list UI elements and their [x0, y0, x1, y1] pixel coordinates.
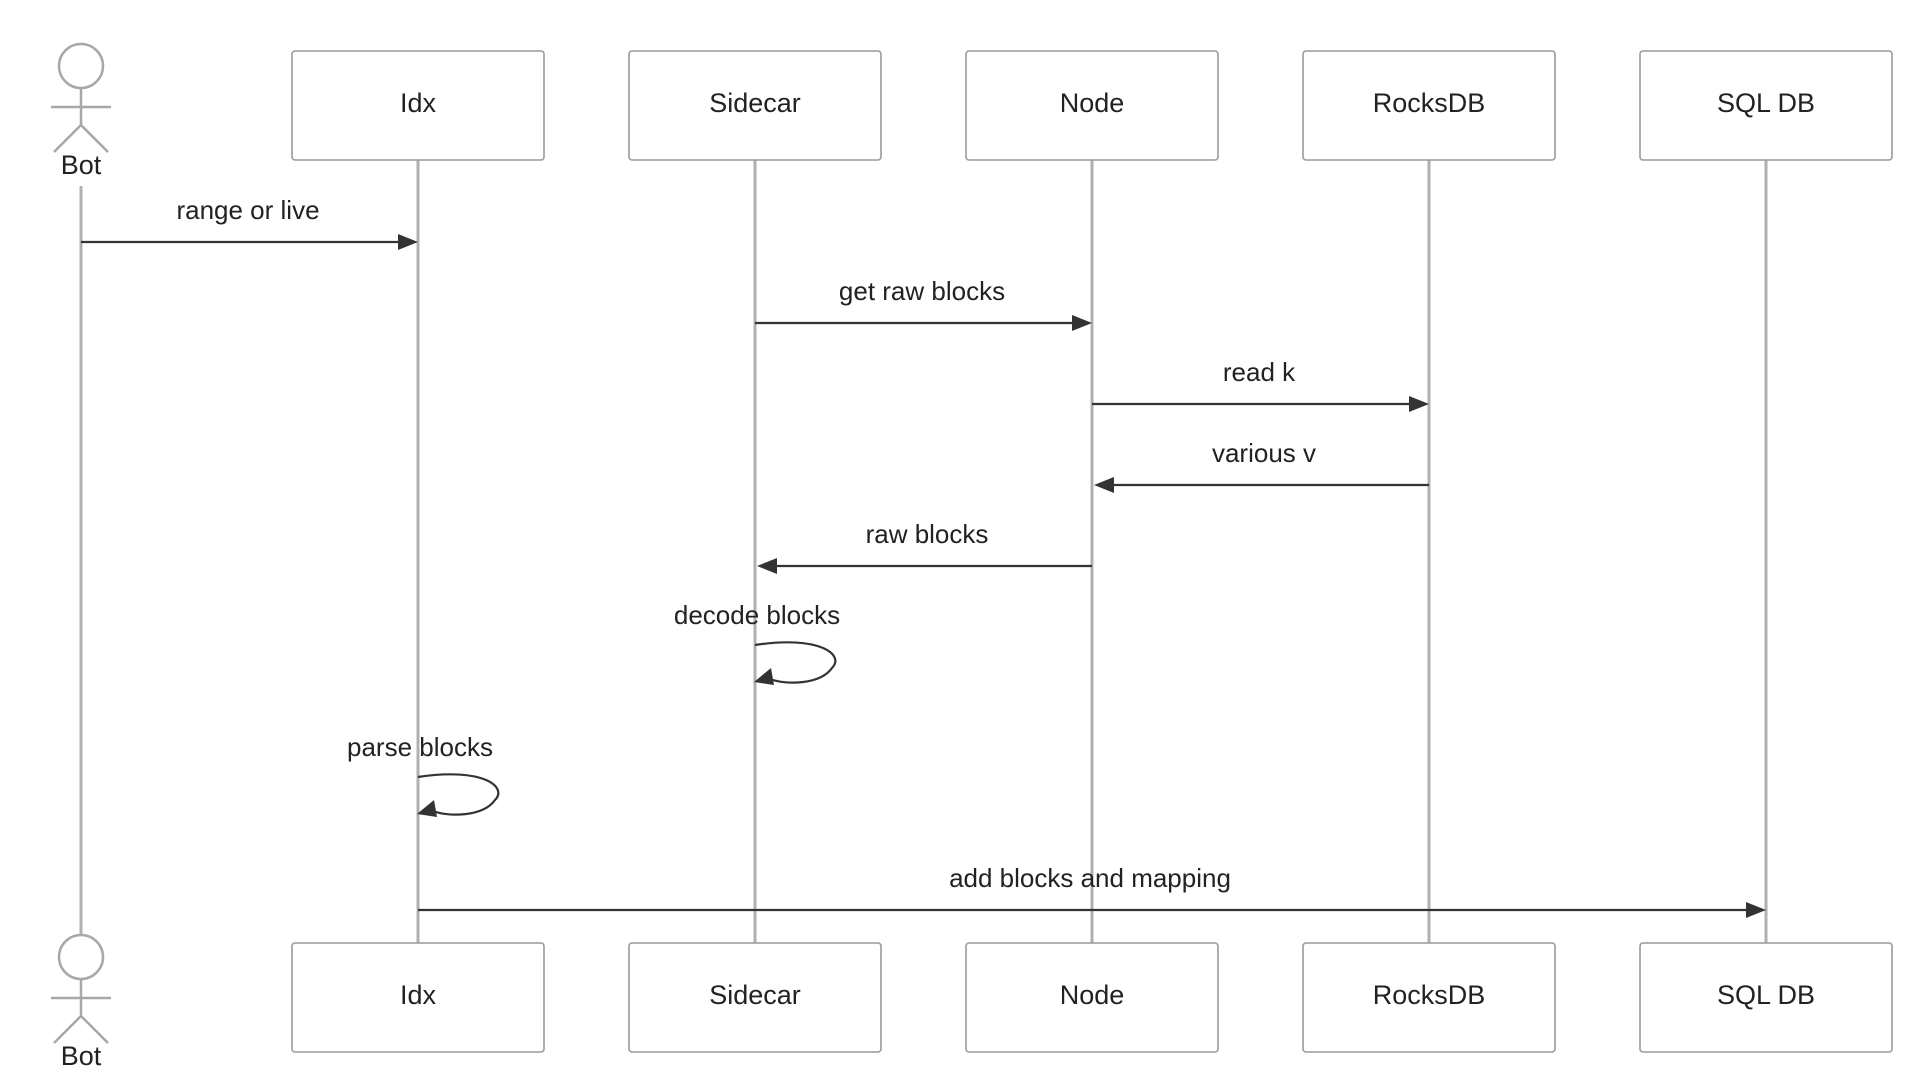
actor-label: Sidecar [709, 980, 801, 1010]
message-range-or-live: range or live [81, 195, 418, 250]
actor-sidecar-top: Sidecar [628, 50, 882, 161]
message-label: parse blocks [347, 732, 493, 762]
actor-sqldb-bottom: SQL DB [1639, 942, 1893, 1053]
messages: range or live get raw blocks read k vari… [81, 195, 1766, 918]
participant-box [291, 50, 545, 161]
message-label: range or live [176, 195, 319, 225]
participant-box [628, 942, 882, 1053]
arrowhead-icon [398, 234, 418, 250]
message-label: raw blocks [866, 519, 989, 549]
actor-label: RocksDB [1373, 88, 1486, 118]
message-raw-blocks: raw blocks [757, 519, 1092, 574]
actor-label: Bot [61, 1041, 102, 1071]
message-decode-blocks: decode blocks [674, 600, 840, 685]
actor-rocksdb-top: RocksDB [1302, 50, 1556, 161]
arrowhead-icon [1409, 396, 1429, 412]
arrowhead-icon [417, 800, 437, 817]
arrowhead-icon [1746, 902, 1766, 918]
actor-label: Idx [400, 980, 437, 1010]
message-label: get raw blocks [839, 276, 1005, 306]
message-label: various v [1212, 438, 1316, 468]
actor-label: Bot [61, 150, 102, 180]
message-add-blocks-and-mapping: add blocks and mapping [418, 863, 1766, 918]
lifelines [79, 160, 1768, 943]
message-label: add blocks and mapping [949, 863, 1231, 893]
arrowhead-icon [1072, 315, 1092, 331]
participant-box [1302, 50, 1556, 161]
actor-label: RocksDB [1373, 980, 1486, 1010]
arrowhead-icon [754, 668, 774, 685]
actor-sqldb-top: SQL DB [1639, 50, 1893, 161]
participant-box [1302, 942, 1556, 1053]
actors-bottom: Bot Idx Sidecar Node RocksDB SQL DB [51, 933, 1893, 1071]
participant-box [1639, 942, 1893, 1053]
participant-box [1639, 50, 1893, 161]
actor-bot-top: Bot [51, 42, 111, 180]
person-icon [51, 933, 111, 1044]
message-get-raw-blocks: get raw blocks [755, 276, 1092, 331]
actor-label: SQL DB [1717, 88, 1815, 118]
actor-label: Sidecar [709, 88, 801, 118]
actor-idx-bottom: Idx [291, 942, 545, 1053]
actor-node-top: Node [965, 50, 1219, 161]
actor-label: Node [1060, 88, 1125, 118]
message-various-v: various v [1094, 438, 1429, 493]
message-parse-blocks: parse blocks [347, 732, 500, 817]
actor-idx-top: Idx [291, 50, 545, 161]
actors-top: Bot Idx Sidecar Node RocksDB SQL DB [51, 42, 1893, 180]
actor-rocksdb-bottom: RocksDB [1302, 942, 1556, 1053]
actor-label: Idx [400, 88, 437, 118]
self-loop-line [754, 641, 837, 684]
message-read-k: read k [1092, 357, 1429, 412]
participant-box [628, 50, 882, 161]
actor-node-bottom: Node [965, 942, 1219, 1053]
message-label: read k [1223, 357, 1296, 387]
self-loop-line [417, 773, 500, 816]
actor-bot-bottom: Bot [51, 933, 111, 1071]
participant-box [291, 942, 545, 1053]
message-label: decode blocks [674, 600, 840, 630]
person-icon [51, 42, 111, 153]
participant-box [965, 942, 1219, 1053]
actor-label: Node [1060, 980, 1125, 1010]
actor-label: SQL DB [1717, 980, 1815, 1010]
arrowhead-icon [757, 558, 777, 574]
actor-sidecar-bottom: Sidecar [628, 942, 882, 1053]
arrowhead-icon [1094, 477, 1114, 493]
participant-box [965, 50, 1219, 161]
